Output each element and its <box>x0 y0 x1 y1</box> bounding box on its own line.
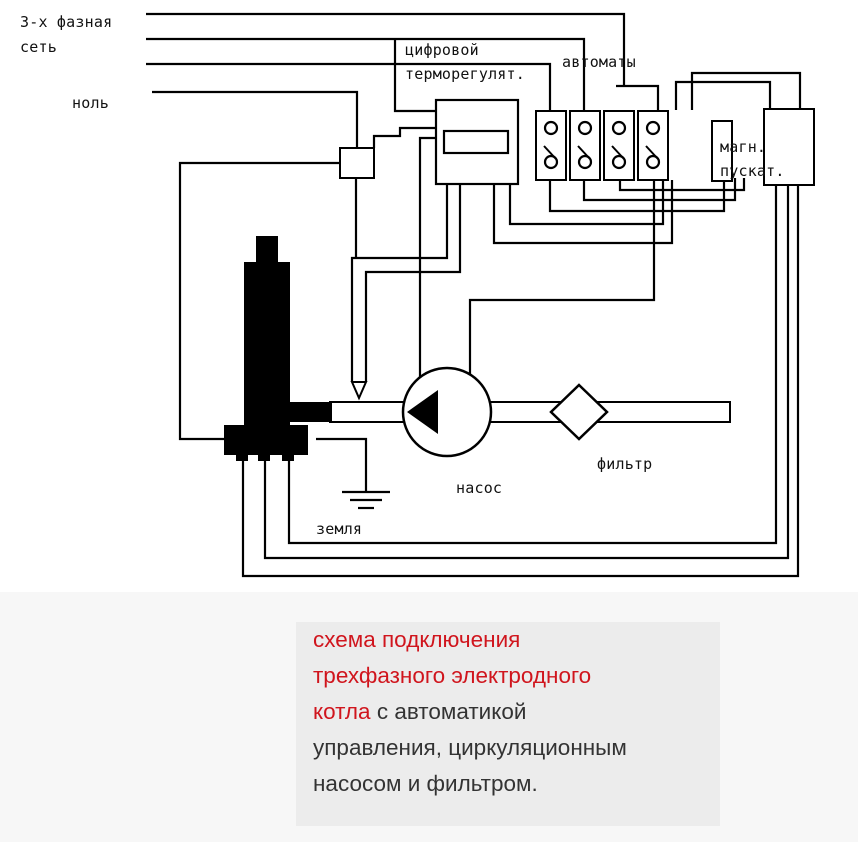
label-ground: земля <box>316 520 362 538</box>
caption-line-3: котла с автоматикой <box>313 694 713 730</box>
caption-line-5: насосом и фильтром. <box>313 766 713 802</box>
circuit-breaker-icon <box>603 110 635 181</box>
label-thermostat-2: терморегулят. <box>405 65 525 83</box>
label-filter: фильтр <box>597 455 652 473</box>
wiring-diagram: 3-х фазная сеть ноль цифровой терморегул… <box>20 12 815 578</box>
label-three-phase-1: 3-х фазная <box>20 13 112 31</box>
breaker-feed-lines <box>616 71 802 111</box>
pump-symbol-icon <box>401 366 493 458</box>
circuit-breaker-icon <box>569 110 601 181</box>
supply-lines <box>146 12 626 148</box>
boiler-power-lines <box>241 185 800 578</box>
caption-red-2: трехфазного электродного <box>313 663 592 688</box>
label-neutral: ноль <box>72 94 109 112</box>
caption-dark-3: с автоматикой <box>370 699 527 724</box>
electrode-boiler <box>224 236 332 461</box>
circuit-breaker-icon <box>637 110 669 181</box>
label-starter-1: магн. <box>720 138 766 156</box>
label-thermostat-1: цифровой <box>405 41 479 59</box>
label-three-phase-2: сеть <box>20 38 57 56</box>
filter-diamond-icon <box>549 383 609 441</box>
circuit-breaker-icon <box>535 110 567 181</box>
caption-dark-5: насосом и фильтром. <box>313 771 538 796</box>
digital-thermostat <box>434 98 520 186</box>
pipe <box>329 401 731 423</box>
control-lines <box>178 126 462 441</box>
caption-red-3: котла <box>313 699 371 724</box>
caption-line-2: трехфазного электродного <box>313 658 713 694</box>
circuit-breakers <box>535 110 669 181</box>
junction-box <box>339 147 375 179</box>
label-breakers: автоматы <box>562 53 636 71</box>
magnetic-starter <box>711 108 815 186</box>
ground-symbol-icon <box>316 437 390 510</box>
caption-line-4: управления, циркуляционным <box>313 730 713 766</box>
caption-line-1: схема подключения <box>313 622 713 658</box>
label-pump: насос <box>456 479 502 497</box>
caption-red-1: схема подключения <box>313 627 521 652</box>
temperature-sensor-icon <box>350 381 368 401</box>
caption: схема подключения трехфазного электродно… <box>313 622 713 802</box>
caption-dark-4: управления, циркуляционным <box>313 735 627 760</box>
breaker-output-lines <box>468 178 746 374</box>
caption-box <box>296 622 720 826</box>
label-starter-2: пускат. <box>720 162 785 180</box>
